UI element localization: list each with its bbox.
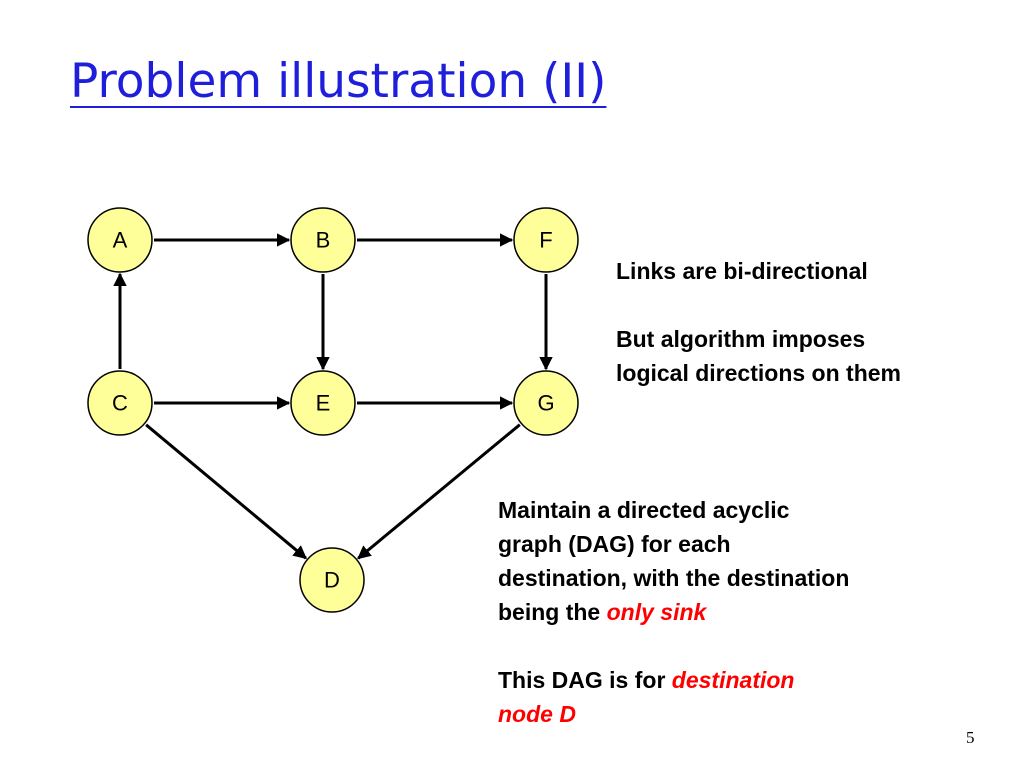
- dag-description-line-1: Maintain a directed acyclic: [498, 497, 790, 523]
- algorithm-note-line-1: But algorithm imposes: [616, 326, 866, 352]
- destination-highlight: destination: [671, 667, 795, 693]
- nodes-layer: A B F C E G D: [87, 207, 579, 613]
- node-g-label: G: [537, 391, 554, 416]
- dag-description-line-4: being the only sink: [498, 595, 849, 629]
- node-f-circle: [513, 207, 579, 273]
- node-a-label: A: [113, 228, 128, 253]
- node-b: B: [290, 207, 356, 273]
- node-e: E: [290, 370, 356, 436]
- node-d-circle: [299, 547, 365, 613]
- links-note: Links are bi-directional But algorithm i…: [616, 254, 901, 390]
- links-note-line: Links are bi-directional: [616, 258, 868, 284]
- only-sink-highlight: only sink: [606, 599, 707, 625]
- dag-destination-prefix: This DAG is for: [498, 667, 672, 693]
- edges-layer: [113, 233, 553, 560]
- node-c-circle: [87, 370, 153, 436]
- node-d: D: [299, 547, 365, 613]
- node-d-highlight: node D: [498, 701, 576, 727]
- node-e-circle: [290, 370, 356, 436]
- node-e-label: E: [316, 391, 331, 416]
- dag-description-gap: [498, 629, 849, 663]
- page-number: 5: [966, 728, 975, 747]
- links-note-gap: [616, 288, 901, 322]
- node-c: C: [87, 370, 153, 436]
- dag-description-line-4-prefix: being the: [498, 599, 607, 625]
- node-b-circle: [290, 207, 356, 273]
- node-c-label: C: [112, 391, 128, 416]
- node-b-label: B: [316, 228, 331, 253]
- node-d-label: D: [324, 568, 340, 593]
- node-g-circle: [513, 370, 579, 436]
- node-f: F: [513, 207, 579, 273]
- algorithm-note-line-2: logical directions on them: [616, 360, 901, 386]
- node-a: A: [87, 207, 153, 273]
- dag-description: Maintain a directed acyclic graph (DAG) …: [498, 493, 849, 731]
- slide-title: Problem illustration (II): [70, 54, 607, 109]
- node-f-label: F: [539, 228, 552, 253]
- dag-destination-line-1: This DAG is for destination: [498, 663, 849, 697]
- node-a-circle: [87, 207, 153, 273]
- dag-description-line-3: destination, with the destination: [498, 565, 850, 591]
- edge-g-to-d: [357, 423, 521, 560]
- node-g: G: [513, 370, 579, 436]
- dag-description-line-2: graph (DAG) for each: [498, 531, 731, 557]
- edge-c-to-d: [145, 423, 307, 560]
